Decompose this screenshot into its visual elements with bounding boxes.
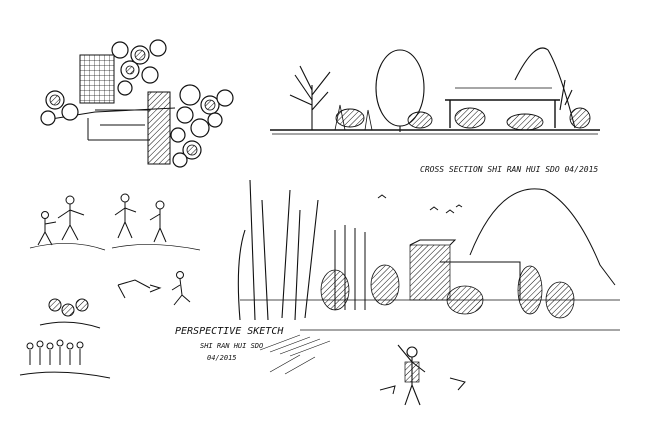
foreground-figure — [397, 344, 426, 406]
figure-group-upper — [29, 193, 201, 251]
hill-outline — [469, 188, 616, 286]
building-block — [334, 225, 521, 310]
figure-group-middle — [117, 271, 191, 306]
perspective-title: PERSPECTIVE SKETCH — [175, 326, 284, 337]
bare-tree-left — [289, 65, 331, 130]
ground-hatching — [259, 334, 331, 375]
tall-grass-strokes — [237, 179, 319, 321]
plan-sketch — [40, 39, 234, 168]
perspective-shrubs — [320, 264, 575, 319]
perspective-author: SHI RAN HUI SDO — [200, 342, 263, 350]
birds — [377, 194, 463, 214]
figure-group-lower — [39, 298, 101, 329]
shrub-row — [335, 107, 591, 131]
perspective-date: 04/2015 — [207, 354, 237, 362]
tree-canopy-cluster — [40, 39, 234, 168]
figure-sketches — [19, 193, 201, 379]
perspective-sketch — [237, 179, 620, 406]
cross-section-caption: CROSS SECTION SHI RAN HUI SDO 04/2015 — [420, 165, 598, 174]
cross-section-sketch — [270, 47, 600, 135]
figure-group-bottom — [19, 339, 111, 379]
